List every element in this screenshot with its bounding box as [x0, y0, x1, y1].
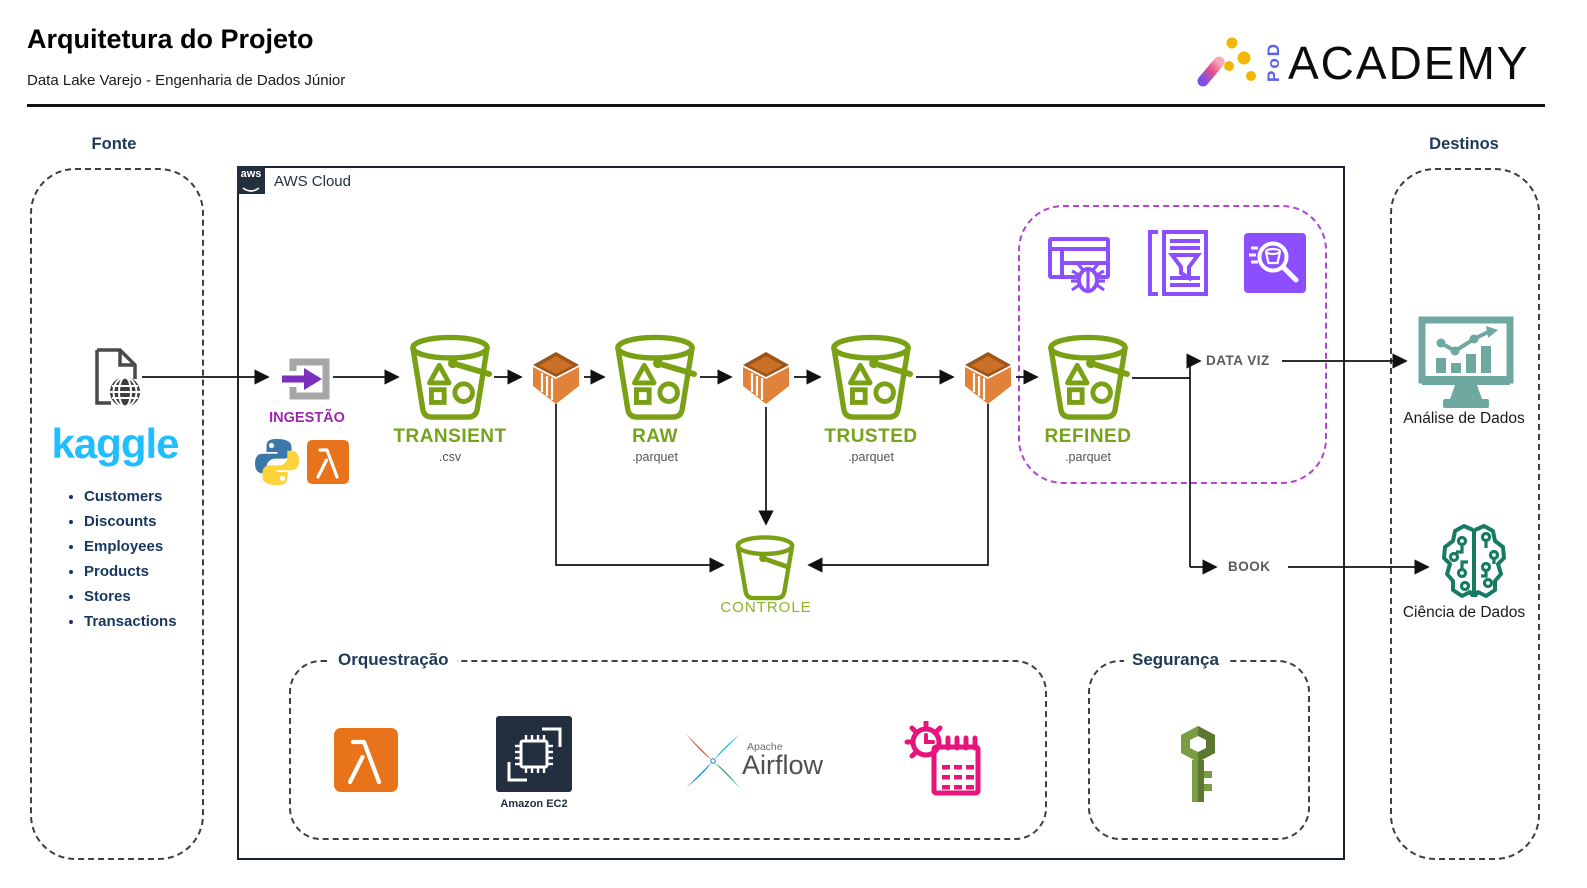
header-divider: [27, 104, 1545, 107]
page-subtitle: Data Lake Varejo - Engenharia de Dados J…: [27, 72, 346, 89]
orquestracao-box: [289, 660, 1047, 840]
aws-smile-icon: [242, 187, 260, 192]
glue-icon: [961, 350, 1015, 406]
fonte-box: [30, 168, 204, 860]
aws-badge-text: aws: [240, 168, 262, 180]
scheduler-icon: [904, 721, 981, 796]
circuit-brain-icon: [1442, 524, 1506, 598]
logo-dots-icon: [1197, 37, 1256, 87]
dataset-item: Discounts: [84, 513, 177, 530]
glue-icon: [529, 350, 583, 406]
lambda-icon: [334, 728, 398, 792]
dataset-item: Employees: [84, 538, 177, 555]
bucket-raw-label: RAW: [632, 426, 678, 447]
ec2-label: Amazon EC2: [500, 798, 568, 810]
controle-label: CONTROLE: [720, 599, 812, 616]
dataviz-label: DATA VIZ: [1206, 353, 1270, 368]
aws-cloud-box: [237, 166, 1345, 860]
analise-label: Análise de Dados: [1403, 410, 1525, 427]
monitor-chart-icon: [1418, 316, 1514, 408]
bucket-transient-label: TRANSIENT: [393, 426, 507, 447]
fonte-heading: Fonte: [91, 135, 137, 153]
s3-bucket-icon: [828, 334, 914, 422]
controle-bucket-icon: [733, 535, 797, 601]
ec2-icon: [496, 716, 572, 792]
ingestao-label: INGESTÃO: [269, 410, 345, 426]
key-icon: [1181, 726, 1215, 802]
dataset-item: Transactions: [84, 613, 177, 630]
lambda-icon: [307, 440, 349, 484]
airflow-label: Airflow: [742, 750, 824, 780]
seguranca-heading: Segurança: [1124, 650, 1227, 670]
s3-bucket-icon: [612, 334, 698, 422]
pod-academy-logo: PoD ACADEMY: [1188, 30, 1538, 94]
dataset-item: Stores: [84, 588, 177, 605]
dataset-item: Customers: [84, 488, 177, 505]
ciencia-label: Ciência de Dados: [1402, 604, 1526, 621]
bucket-trusted-label: TRUSTED: [824, 426, 918, 447]
destinos-box: [1390, 168, 1540, 860]
kaggle-logo: kaggle: [51, 420, 179, 467]
destinos-heading: Destinos: [1429, 135, 1499, 153]
athena-icon: [1244, 233, 1306, 293]
bucket-transient-format: .csv: [438, 450, 462, 464]
aws-cloud-icon: aws: [237, 166, 265, 194]
book-label: BOOK: [1228, 559, 1271, 574]
bucket-refined-format: .parquet: [1065, 450, 1111, 464]
bucket-refined-label: REFINED: [1044, 426, 1132, 447]
orquestracao-heading: Orquestração: [330, 650, 457, 670]
s3-bucket-icon: [407, 334, 493, 422]
dataset-item: Products: [84, 563, 177, 580]
bucket-raw-format: .parquet: [632, 450, 678, 464]
logo-pod-text: PoD: [1264, 42, 1283, 82]
query-filter-icon: [1148, 230, 1208, 296]
file-globe-icon: [95, 348, 140, 407]
glue-icon: [739, 350, 793, 406]
ingest-arrow-icon: [282, 358, 330, 400]
aws-cloud-label: AWS Cloud: [274, 173, 351, 190]
data-quality-icon: [1048, 237, 1110, 293]
dataset-list: Customers Discounts Employees Products S…: [62, 488, 177, 638]
airflow-icon: [686, 734, 740, 788]
s3-bucket-icon: [1045, 334, 1131, 422]
bucket-trusted-format: .parquet: [848, 450, 894, 464]
logo-academy-text: ACADEMY: [1288, 37, 1530, 89]
page-title: Arquitetura do Projeto: [27, 24, 314, 54]
python-icon: [255, 439, 299, 485]
airflow-apache-label: Apache: [747, 741, 783, 753]
